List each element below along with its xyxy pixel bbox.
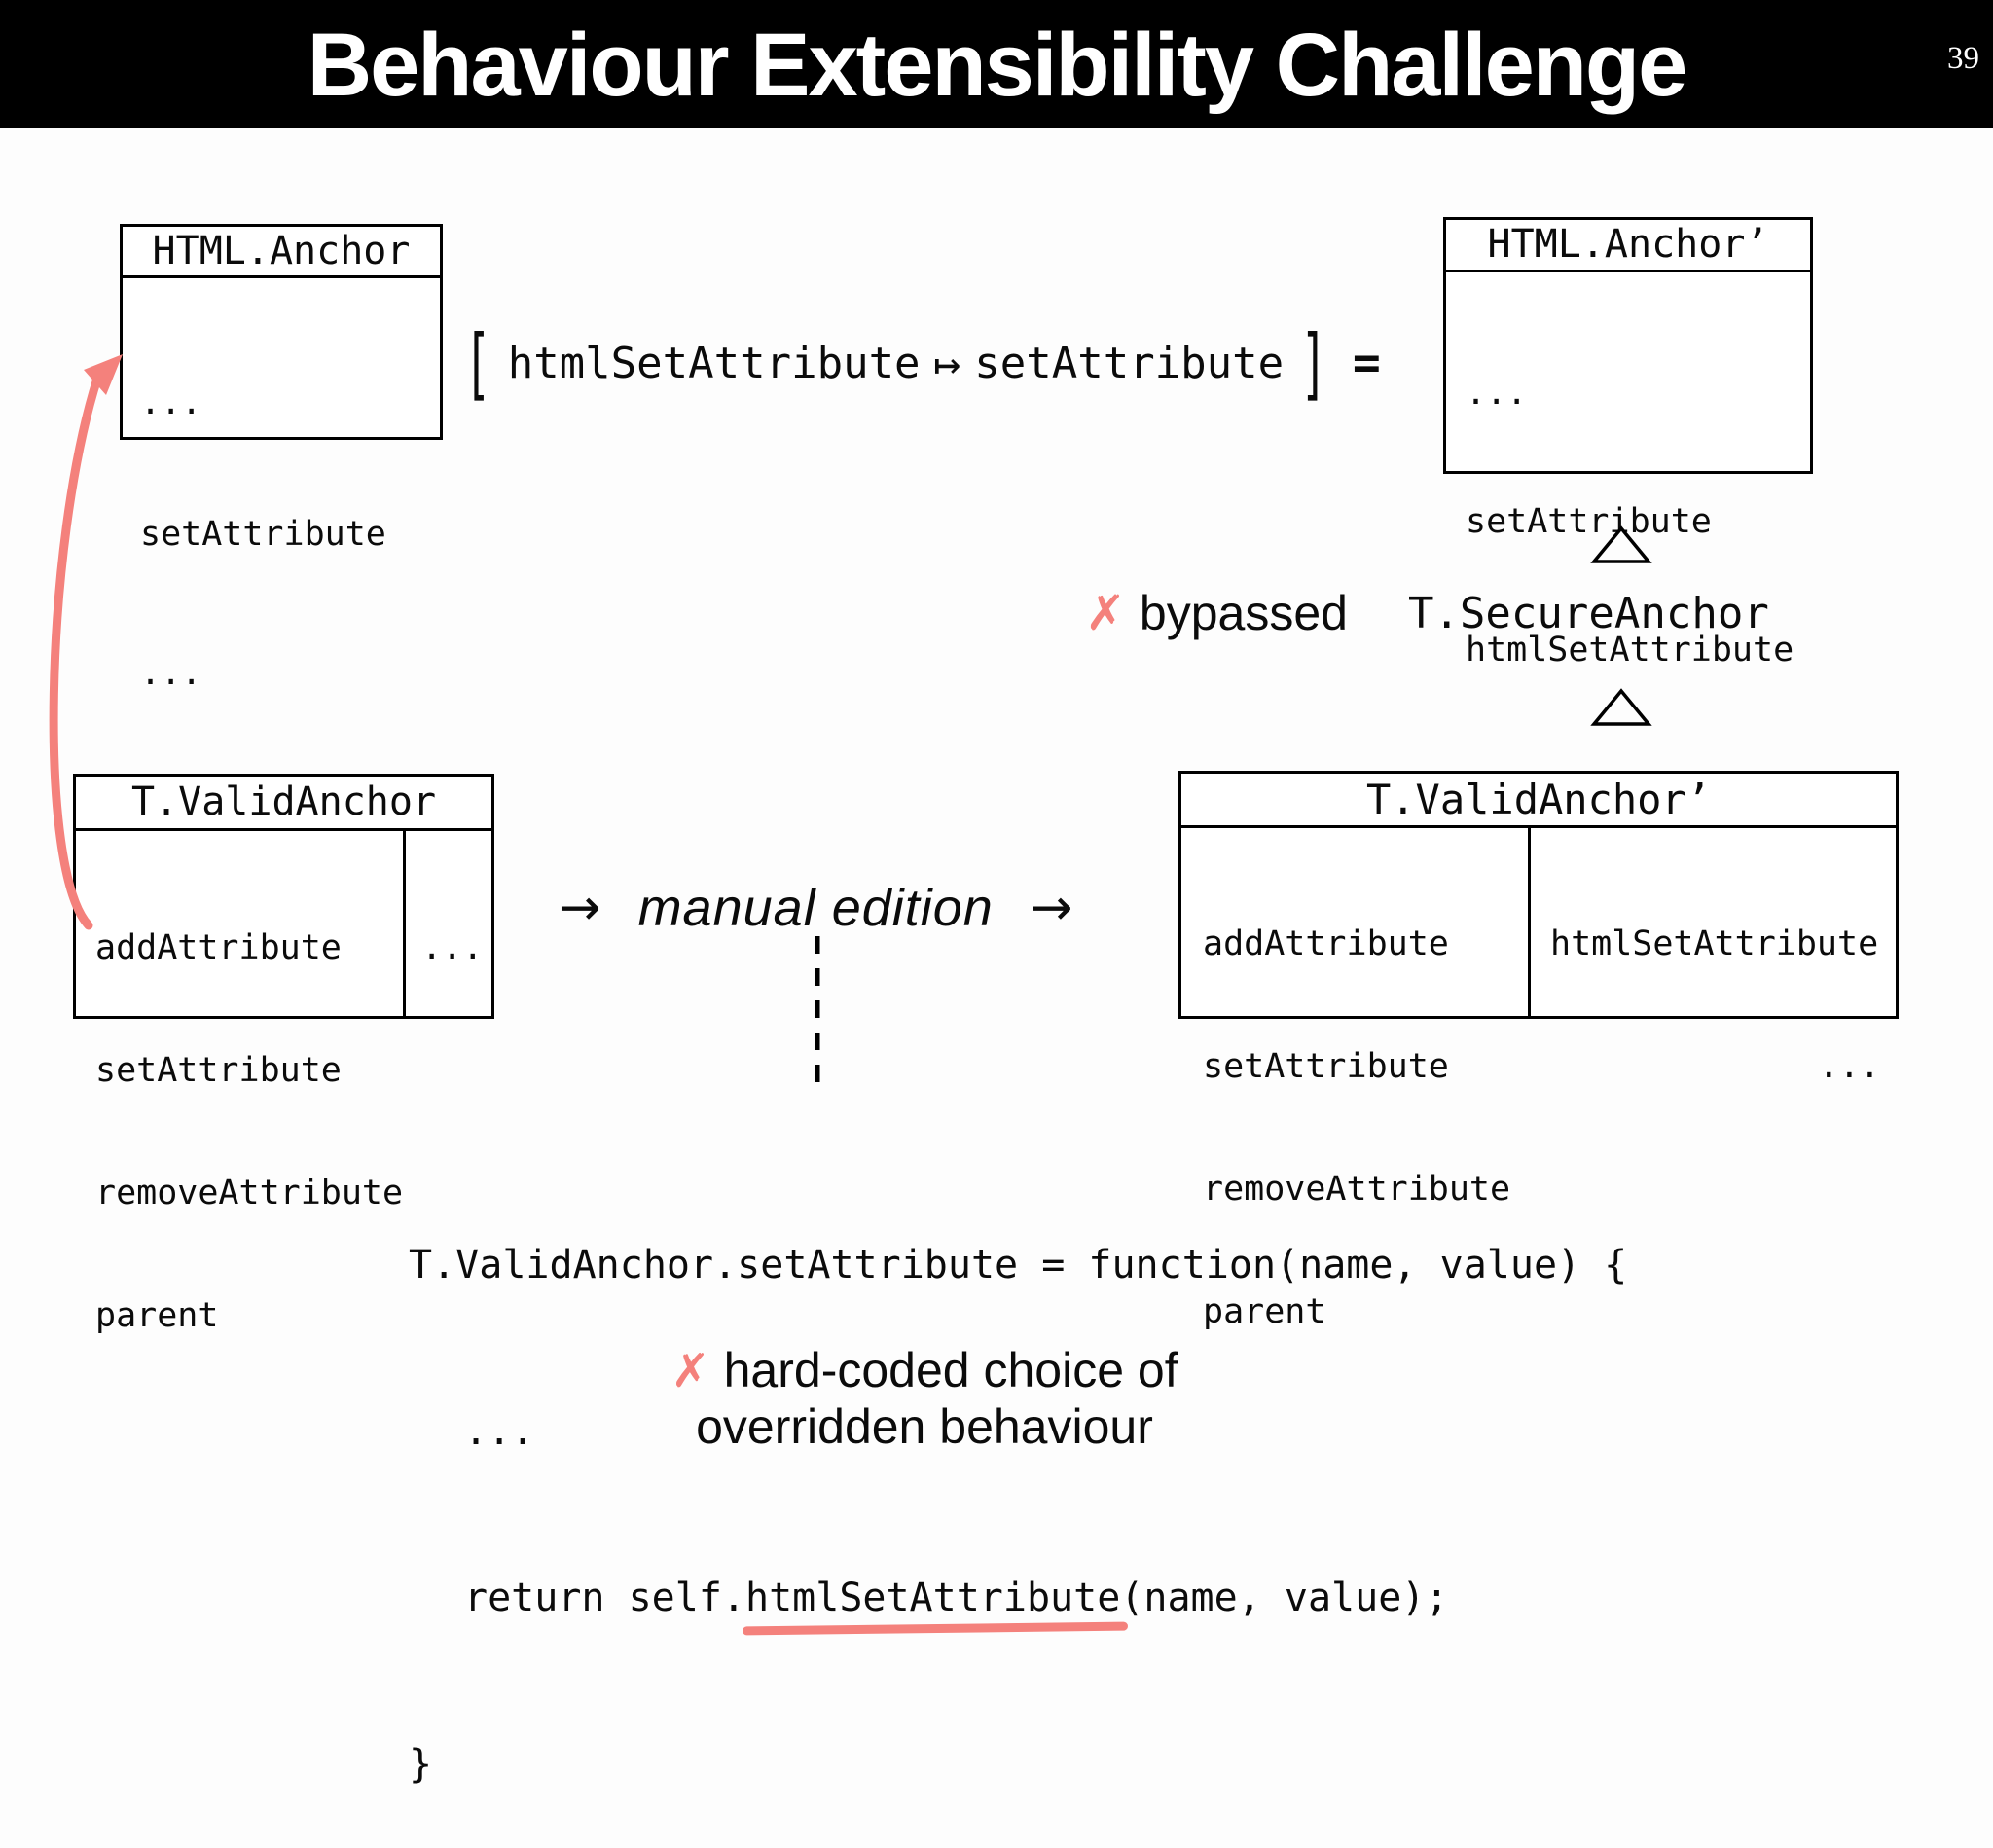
member-ellipsis: ... <box>421 928 484 967</box>
class-title: T.ValidAnchor <box>76 777 491 831</box>
bypassed-annotation: ✗ bypassed T.SecureAnchor <box>1085 585 1769 641</box>
class-members: addAttribute setAttribute removeAttribut… <box>1181 828 1531 1331</box>
manual-edition-label: manual edition <box>637 879 994 937</box>
right-arrow-icon: → <box>559 879 601 937</box>
mapsto-arrow-icon: ↦ <box>933 337 961 389</box>
code-line-3: return self.htmlSetAttribute(name, value… <box>409 1571 1627 1626</box>
member-parent: parent <box>95 1296 219 1335</box>
secure-anchor-class-name: T.SecureAnchor <box>1407 588 1769 638</box>
member-removeattribute: removeAttribute <box>95 1174 404 1213</box>
member-setattribute: setAttribute <box>95 1051 342 1090</box>
member-addattribute: addAttribute <box>95 928 342 967</box>
code-line-2: ... <box>464 1409 535 1454</box>
equals-sign: = <box>1352 336 1381 390</box>
caption-text-1: hard-coded choice of <box>723 1343 1178 1397</box>
class-box-html-anchor: HTML.Anchor ... setAttribute ... <box>120 224 443 693</box>
slide-title: Behaviour Extensibility Challenge <box>307 16 1688 115</box>
code-highlighted-call: htmlSetAttribute <box>745 1571 1120 1626</box>
member-setattribute: setAttribute <box>1466 502 1712 541</box>
class-box-t-valid-anchor: T.ValidAnchor addAttribute setAttribute … <box>73 774 494 1335</box>
class-box-t-valid-anchor-prime: T.ValidAnchor’ addAttribute setAttribute… <box>1178 771 1899 1331</box>
code-return-prefix: return self. <box>464 1576 745 1620</box>
right-arrow-icon: → <box>1030 879 1073 937</box>
member-ellipsis: ... <box>140 383 202 422</box>
member-addattribute: addAttribute <box>1203 924 1449 963</box>
member-setattribute: setAttribute <box>140 515 386 554</box>
class-members-extra: htmlSetAttribute ... <box>1531 828 1896 1086</box>
member-htmlsetattribute: htmlSetAttribute <box>1466 631 1794 670</box>
member-ellipsis: ... <box>140 654 202 693</box>
class-title: T.ValidAnchor’ <box>1181 774 1896 828</box>
header-bar <box>0 0 1993 128</box>
cross-icon: ✗ <box>1085 585 1126 641</box>
close-bracket: ] <box>1300 316 1327 410</box>
cross-icon: ✗ <box>670 1344 710 1398</box>
member-ellipsis: ... <box>1466 374 1528 413</box>
hard-coded-annotation: ✗hard-coded choice of overridden behavio… <box>525 1343 1323 1455</box>
code-line-1: T.ValidAnchor.setAttribute = function(na… <box>409 1243 1628 1287</box>
manual-edition-annotation: → manual edition → <box>559 879 1072 937</box>
slide-number: 39 <box>1947 41 1979 76</box>
code-line-4: } <box>409 1742 433 1787</box>
caption-line-1: ✗hard-coded choice of <box>525 1343 1323 1399</box>
bypassed-label: bypassed <box>1139 586 1348 640</box>
class-title: HTML.Anchor <box>123 227 440 278</box>
rename-from: htmlSetAttribute <box>507 338 921 388</box>
override-arrowhead-icon <box>84 354 123 395</box>
rename-to: setAttribute <box>974 338 1285 388</box>
class-members: ... setAttribute ... <box>123 278 440 783</box>
open-bracket: [ <box>464 316 491 410</box>
member-removeattribute: removeAttribute <box>1203 1170 1511 1209</box>
code-call-args: (name, value); <box>1120 1576 1449 1620</box>
caption-text-2: overridden behaviour <box>696 1399 1153 1454</box>
member-ellipsis: ... <box>1818 1047 1880 1086</box>
member-parent: parent <box>1203 1292 1326 1331</box>
slide: { "header": { "title": "Behaviour Extens… <box>0 0 1993 1495</box>
member-setattribute: setAttribute <box>1203 1047 1449 1086</box>
rename-expression: [ htmlSetAttribute ↦ setAttribute ] = <box>464 317 1381 410</box>
member-htmlsetattribute: htmlSetAttribute <box>1550 924 1879 963</box>
class-title: HTML.Anchor’ <box>1446 220 1810 272</box>
class-box-html-anchor-prime: HTML.Anchor’ ... setAttribute htmlSetAtt… <box>1443 217 1813 806</box>
class-members: addAttribute setAttribute removeAttribut… <box>76 831 407 1335</box>
class-members-extra: ... <box>406 831 544 1019</box>
code-snippet: T.ValidAnchor.setAttribute = function(na… <box>409 1127 1627 1848</box>
